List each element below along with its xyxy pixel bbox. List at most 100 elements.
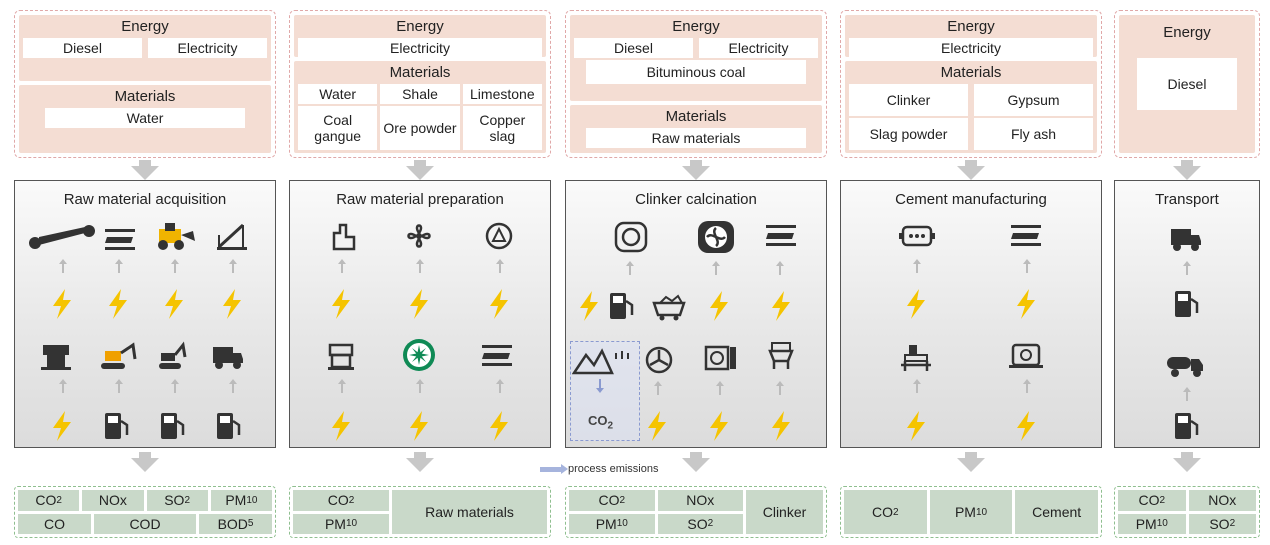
electricity-bolt-icon bbox=[223, 289, 241, 319]
stacker-icon bbox=[217, 223, 247, 250]
input-box: Energy Diesel bbox=[1114, 10, 1260, 158]
electricity-bolt-icon bbox=[1017, 411, 1035, 441]
down-arrow bbox=[682, 166, 710, 180]
fuel-pump-icon bbox=[610, 293, 634, 319]
material-item: Slag powder bbox=[849, 118, 968, 150]
materials-title: Materials bbox=[114, 88, 176, 105]
electricity-bolt-icon bbox=[490, 289, 508, 319]
electricity-bolt-icon bbox=[332, 289, 350, 319]
stage-title: Clinker calcination bbox=[635, 191, 757, 208]
truck-icon bbox=[1171, 229, 1201, 251]
stage-box: Cement manufacturing bbox=[840, 180, 1102, 448]
process-emissions-label: process emissions bbox=[568, 463, 659, 475]
up-arrow bbox=[338, 259, 346, 273]
cooler-icon bbox=[704, 345, 736, 371]
material-item: Fly ash bbox=[974, 118, 1093, 150]
process-emissions-legend: process emissions bbox=[540, 463, 658, 475]
up-arrow bbox=[1183, 261, 1191, 275]
loader-icon bbox=[158, 223, 195, 250]
up-arrow bbox=[712, 261, 720, 275]
energy-section: Energy Electricity bbox=[294, 15, 546, 58]
down-arrow-blue bbox=[596, 379, 604, 393]
output-item: NOx bbox=[657, 490, 744, 511]
electricity-bolt-icon bbox=[53, 289, 71, 319]
up-arrow bbox=[171, 379, 179, 393]
stage-box: Transport bbox=[1114, 180, 1260, 448]
process-emissions-arrow-icon bbox=[540, 463, 568, 474]
materials-title: Materials bbox=[665, 108, 727, 125]
blower-icon bbox=[645, 346, 673, 374]
stage-title: Cement manufacturing bbox=[895, 191, 1047, 208]
electricity-bolt-icon bbox=[907, 289, 925, 319]
up-arrow bbox=[913, 259, 921, 273]
recycle-icon bbox=[485, 222, 513, 250]
down-arrow bbox=[957, 166, 985, 180]
down-arrow bbox=[1173, 458, 1201, 472]
energy-title: Energy bbox=[121, 18, 169, 35]
material-item: Water bbox=[45, 108, 245, 128]
screen-icon bbox=[105, 229, 135, 250]
kiln-fan-icon bbox=[698, 221, 734, 253]
stage-title: Raw material preparation bbox=[336, 191, 504, 208]
stage-title: Raw material acquisition bbox=[63, 191, 227, 208]
stage-box: Clinker calcination CO2 bbox=[565, 180, 827, 448]
up-arrow bbox=[654, 381, 662, 395]
energy-section: Energy Electricity bbox=[845, 15, 1097, 58]
coal-cart-icon bbox=[652, 294, 686, 321]
tanker-truck-icon bbox=[1167, 357, 1203, 377]
energy-title: Energy bbox=[1163, 24, 1211, 41]
screen-icon bbox=[1011, 225, 1041, 246]
fuel-pump-icon bbox=[161, 413, 185, 439]
electricity-bolt-icon bbox=[490, 411, 508, 441]
up-arrow bbox=[171, 259, 179, 273]
electricity-bolt-icon bbox=[710, 291, 728, 321]
electricity-bolt-icon bbox=[580, 291, 598, 321]
up-arrow bbox=[626, 261, 634, 275]
material-item: Ore powder bbox=[380, 106, 460, 150]
down-arrow bbox=[406, 458, 434, 472]
electricity-bolt-icon bbox=[53, 411, 71, 441]
electricity-bolt-icon bbox=[332, 411, 350, 441]
up-arrow bbox=[1183, 387, 1191, 401]
material-item: Copper slag bbox=[462, 106, 542, 150]
up-arrow bbox=[716, 381, 724, 395]
stage-box: Raw material preparation bbox=[289, 180, 551, 448]
up-arrow bbox=[115, 379, 123, 393]
energy-item: Bituminous coal bbox=[586, 60, 806, 84]
screen-icon bbox=[482, 345, 512, 366]
up-arrow bbox=[496, 259, 504, 273]
electricity-bolt-icon bbox=[772, 291, 790, 321]
down-arrow bbox=[131, 458, 159, 472]
electricity-bolt-icon bbox=[410, 411, 428, 441]
roller-press-icon bbox=[1009, 343, 1043, 368]
up-arrow bbox=[229, 379, 237, 393]
excavator-icon bbox=[101, 342, 137, 369]
up-arrow bbox=[59, 379, 67, 393]
output-item: NOx bbox=[82, 490, 144, 511]
down-arrow bbox=[131, 166, 159, 180]
excavator-dark-icon bbox=[159, 341, 187, 369]
materials-section: Materials Raw materials bbox=[570, 105, 822, 153]
energy-item: Diesel bbox=[574, 38, 693, 58]
up-arrow bbox=[229, 259, 237, 273]
up-arrow bbox=[1023, 259, 1031, 273]
electricity-bolt-icon bbox=[109, 289, 127, 319]
electricity-bolt-icon bbox=[410, 289, 428, 319]
